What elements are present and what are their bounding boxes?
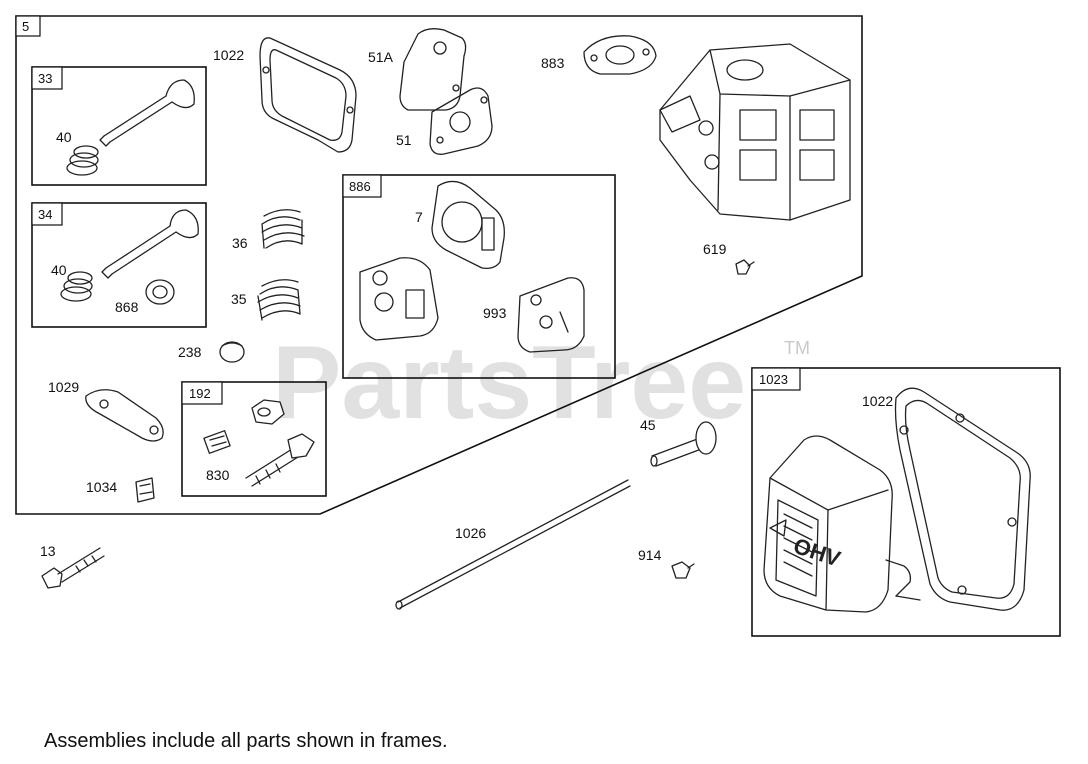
gasket-883 [583, 35, 657, 75]
plate-886-left [359, 257, 439, 341]
callout-40-b: 40 [51, 262, 67, 278]
frame-5-tag [15, 15, 41, 37]
pushrod-1026 [395, 479, 631, 610]
plate-993 [517, 277, 585, 353]
frame-192-label: 192 [189, 386, 211, 401]
gasket-51a [399, 28, 467, 111]
gasket-51 [429, 87, 493, 155]
frame-1023 [751, 367, 1061, 637]
gasket-1022-top [259, 37, 357, 153]
callout-1022-top: 1022 [213, 47, 244, 63]
frame-34 [31, 202, 207, 328]
gasket-1022-cover [894, 387, 1031, 611]
callout-13: 13 [40, 543, 56, 559]
valve-34 [101, 209, 199, 279]
callout-1029: 1029 [48, 379, 79, 395]
callout-40-a: 40 [56, 129, 72, 145]
watermark-text: PartsTree [272, 325, 746, 441]
callout-868: 868 [115, 299, 139, 315]
rotator-868 [145, 279, 175, 305]
frame-5 [15, 15, 863, 515]
callout-238: 238 [178, 344, 202, 360]
callout-914: 914 [638, 547, 662, 563]
screw-914 [671, 561, 695, 579]
callout-36: 36 [232, 235, 248, 251]
setscrew-192 [203, 430, 231, 454]
callout-1022-cover: 1022 [862, 393, 893, 409]
callout-883: 883 [541, 55, 565, 71]
callout-993: 993 [483, 305, 507, 321]
frame-33-label: 33 [38, 71, 52, 86]
spring-36 [261, 209, 305, 249]
callout-619: 619 [703, 241, 727, 257]
nut-192 [251, 399, 285, 425]
frame-5-label: 5 [22, 19, 29, 34]
callout-7: 7 [415, 209, 423, 225]
cylinder-head [659, 43, 851, 221]
keeper-40b [60, 271, 93, 302]
callout-51a: 51A [368, 49, 394, 65]
callout-45: 45 [640, 417, 656, 433]
frame-886-label: 886 [349, 179, 371, 194]
bolt-619 [735, 259, 755, 275]
spring-35 [257, 279, 301, 321]
cap-238 [219, 341, 245, 363]
frame-1023-label: 1023 [759, 372, 788, 387]
tappet-45 [650, 421, 717, 467]
frame-192 [181, 381, 327, 497]
valve-33 [99, 79, 195, 147]
bolt-13 [41, 547, 105, 589]
rocker-arm-1029 [85, 389, 164, 442]
gasket-7 [431, 180, 505, 270]
callout-1034: 1034 [86, 479, 117, 495]
guide-1034 [135, 477, 155, 503]
callout-51: 51 [396, 132, 412, 148]
keeper-40a [66, 145, 99, 176]
assemblies-note: Assemblies include all parts shown in fr… [44, 730, 448, 752]
valve-cover [763, 435, 921, 613]
callout-830: 830 [206, 467, 230, 483]
frame-33 [31, 66, 207, 186]
callout-1026: 1026 [455, 525, 486, 541]
callout-35: 35 [231, 291, 247, 307]
frame-886 [342, 174, 616, 379]
stud-830 [245, 433, 315, 487]
frame-34-label: 34 [38, 207, 52, 222]
watermark-trademark: TM [784, 338, 810, 358]
